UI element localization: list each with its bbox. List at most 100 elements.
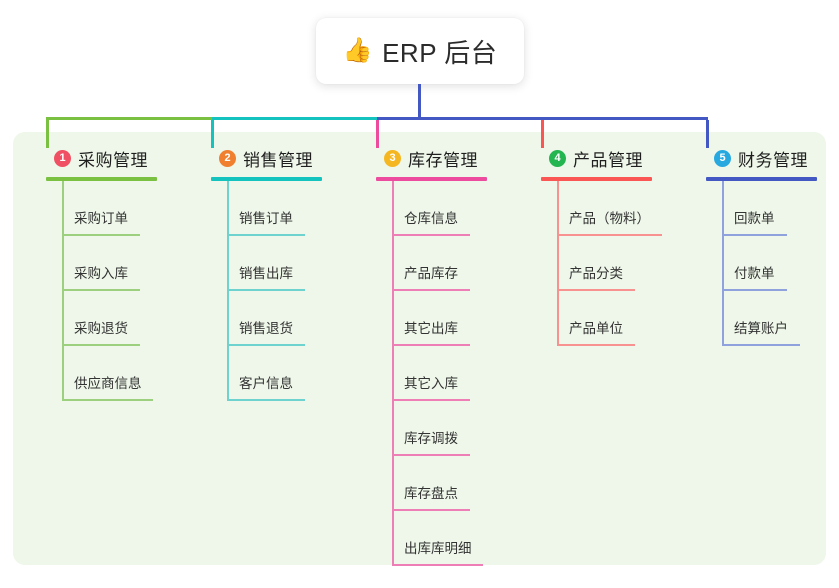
connector-drop-采购管理 bbox=[46, 120, 49, 148]
branch-item[interactable]: 供应商信息 bbox=[36, 346, 196, 401]
branch-item-label: 其它入库 bbox=[404, 376, 458, 391]
branch-item-label: 采购订单 bbox=[74, 211, 128, 226]
branch-item[interactable]: 库存调拨 bbox=[366, 401, 526, 456]
branch-item-rule bbox=[227, 399, 305, 401]
branch-header-3[interactable]: 3 库存管理 bbox=[366, 146, 526, 170]
branch-item-rule bbox=[392, 289, 470, 291]
branch-item-rule bbox=[557, 344, 635, 346]
branch-item[interactable]: 其它入库 bbox=[366, 346, 526, 401]
branch-number-badge: 4 bbox=[549, 149, 566, 167]
branch-item-rule bbox=[722, 289, 787, 291]
branch-item-label: 产品单位 bbox=[569, 321, 623, 336]
branch-item[interactable]: 客户信息 bbox=[201, 346, 361, 401]
branch-header-rule bbox=[541, 177, 652, 181]
branch-column-2: 2 销售管理销售订单销售出库销售退货客户信息 bbox=[201, 146, 361, 401]
branch-item-rule bbox=[392, 399, 470, 401]
branch-item-rule bbox=[227, 289, 305, 291]
branch-item[interactable]: 产品分类 bbox=[531, 236, 696, 291]
branch-item-label: 付款单 bbox=[734, 266, 775, 281]
branch-item-rule bbox=[392, 564, 483, 566]
diagram-panel bbox=[13, 132, 826, 565]
branch-item[interactable]: 采购入库 bbox=[36, 236, 196, 291]
branch-item-list: 回款单付款单结算账户 bbox=[696, 181, 836, 346]
branch-item[interactable]: 仓库信息 bbox=[366, 181, 526, 236]
branch-item-list: 仓库信息产品库存其它出库其它入库库存调拨库存盘点出库库明细 bbox=[366, 181, 526, 566]
branch-item-rule bbox=[722, 234, 787, 236]
branch-item[interactable]: 出库库明细 bbox=[366, 511, 526, 566]
branch-item-label: 销售退货 bbox=[239, 321, 293, 336]
branch-number-badge: 1 bbox=[54, 149, 71, 167]
branch-item-rule bbox=[392, 509, 470, 511]
branch-item-list: 采购订单采购入库采购退货供应商信息 bbox=[36, 181, 196, 401]
branch-number-badge: 2 bbox=[219, 149, 236, 167]
branch-item-label: 结算账户 bbox=[734, 321, 788, 336]
branch-item[interactable]: 产品（物料） bbox=[531, 181, 696, 236]
branch-title-label: 库存管理 bbox=[408, 150, 478, 170]
branch-item-rule bbox=[62, 399, 153, 401]
connector-drop-财务管理 bbox=[706, 120, 709, 148]
branch-item-rule bbox=[392, 234, 470, 236]
branch-spine bbox=[722, 181, 724, 346]
bus-segment-1 bbox=[46, 117, 212, 120]
branch-header-2[interactable]: 2 销售管理 bbox=[201, 146, 361, 170]
thumbs-up-icon: 👍 bbox=[342, 37, 374, 64]
branch-header-4[interactable]: 4 产品管理 bbox=[531, 146, 696, 170]
branch-item[interactable]: 其它出库 bbox=[366, 291, 526, 346]
branch-item-label: 采购入库 bbox=[74, 266, 128, 281]
branch-item[interactable]: 采购退货 bbox=[36, 291, 196, 346]
branch-item[interactable]: 付款单 bbox=[696, 236, 836, 291]
branch-item-label: 产品（物料） bbox=[569, 211, 650, 226]
branch-item[interactable]: 产品单位 bbox=[531, 291, 696, 346]
branch-item-label: 库存调拨 bbox=[404, 431, 458, 446]
root-node-card[interactable]: 👍 ERP 后台 bbox=[316, 18, 524, 84]
branch-item-list: 产品（物料） 产品分类产品单位 bbox=[531, 181, 696, 346]
connector-drop-销售管理 bbox=[211, 120, 214, 148]
root-title-label: ERP 后台 bbox=[382, 37, 498, 68]
branch-item-label: 回款单 bbox=[734, 211, 775, 226]
bus-segment-3 bbox=[377, 117, 708, 120]
branch-header-1[interactable]: 1 采购管理 bbox=[36, 146, 196, 170]
branch-item-rule bbox=[722, 344, 800, 346]
root-node-title: 👍 ERP 后台 bbox=[343, 33, 498, 70]
branch-title-label: 产品管理 bbox=[573, 150, 643, 170]
branch-item[interactable]: 库存盘点 bbox=[366, 456, 526, 511]
branch-item[interactable]: 结算账户 bbox=[696, 291, 836, 346]
branch-item[interactable]: 销售出库 bbox=[201, 236, 361, 291]
branch-item-rule bbox=[227, 344, 305, 346]
branch-item-label: 销售订单 bbox=[239, 211, 293, 226]
branch-spine bbox=[557, 181, 559, 346]
branch-item-label: 产品库存 bbox=[404, 266, 458, 281]
branch-item-rule bbox=[392, 454, 470, 456]
branch-column-3: 3 库存管理仓库信息产品库存其它出库其它入库库存调拨库存盘点出库库明细 bbox=[366, 146, 526, 566]
branch-item-label: 销售出库 bbox=[239, 266, 293, 281]
branch-title-label: 采购管理 bbox=[78, 150, 148, 170]
branch-spine bbox=[392, 181, 394, 566]
branch-column-4: 4 产品管理产品（物料） 产品分类产品单位 bbox=[531, 146, 696, 346]
branch-item[interactable]: 销售退货 bbox=[201, 291, 361, 346]
branch-number-badge: 3 bbox=[384, 149, 401, 167]
branch-item-rule bbox=[62, 344, 140, 346]
branch-spine bbox=[227, 181, 229, 401]
root-connector-stem bbox=[418, 84, 421, 119]
branch-item[interactable]: 回款单 bbox=[696, 181, 836, 236]
branch-title-label: 财务管理 bbox=[738, 150, 808, 170]
branch-header-rule bbox=[211, 177, 322, 181]
branch-item[interactable]: 销售订单 bbox=[201, 181, 361, 236]
branch-item-rule bbox=[227, 234, 305, 236]
branch-item-label: 仓库信息 bbox=[404, 211, 458, 226]
branch-item-label: 出库库明细 bbox=[404, 541, 472, 556]
branch-item-label: 采购退货 bbox=[74, 321, 128, 336]
branch-spine bbox=[62, 181, 64, 401]
branch-item[interactable]: 采购订单 bbox=[36, 181, 196, 236]
branch-column-1: 1 采购管理采购订单采购入库采购退货供应商信息 bbox=[36, 146, 196, 401]
branch-item-rule bbox=[62, 289, 140, 291]
branch-item-label: 产品分类 bbox=[569, 266, 623, 281]
branch-item-rule bbox=[392, 344, 470, 346]
branch-item-rule bbox=[62, 234, 140, 236]
branch-item[interactable]: 产品库存 bbox=[366, 236, 526, 291]
branch-header-rule bbox=[376, 177, 487, 181]
branch-title-label: 销售管理 bbox=[243, 150, 313, 170]
branch-item-label: 其它出库 bbox=[404, 321, 458, 336]
